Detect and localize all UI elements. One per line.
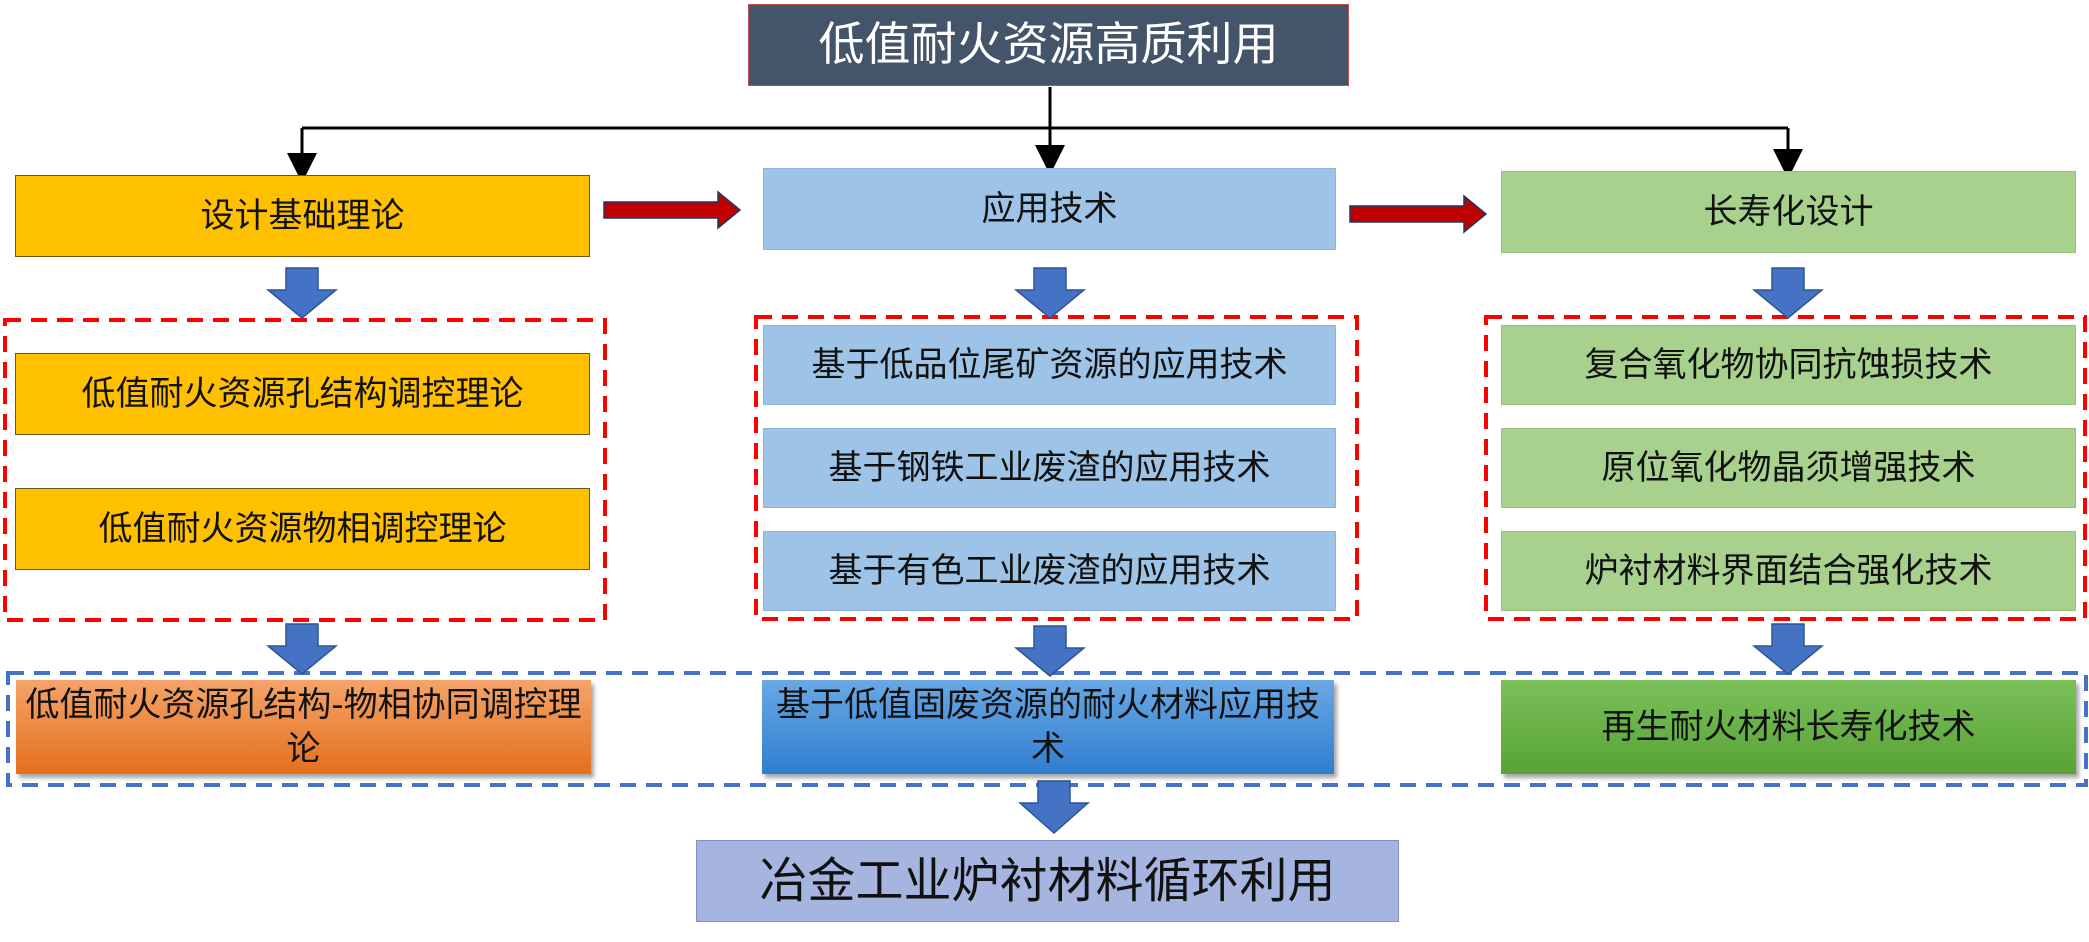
longevity-group	[1484, 315, 2087, 621]
red-arrow-1	[603, 190, 742, 230]
item-interface-tech: 炉衬材料界面结合强化技术	[1501, 531, 2076, 611]
tech-group	[754, 315, 1359, 621]
item-nonferrous-slag-tech: 基于有色工业废渣的应用技术	[763, 531, 1336, 611]
down-arrow-col3-b	[1751, 623, 1825, 675]
down-arrow-col2-b	[1013, 625, 1087, 677]
header-application-tech: 应用技术	[763, 168, 1336, 250]
down-arrow-col3-a	[1751, 267, 1825, 319]
item-pore-structure-theory: 低值耐火资源孔结构调控理论	[15, 353, 590, 435]
item-tailings-tech: 基于低品位尾矿资源的应用技术	[763, 325, 1336, 405]
header-longevity-design: 长寿化设计	[1501, 171, 2076, 253]
outcome-title: 冶金工业炉衬材料循环利用	[696, 840, 1399, 922]
result-longevity-tech: 再生耐火材料长寿化技术	[1501, 680, 2076, 774]
down-arrow-outcome	[1018, 780, 1090, 835]
item-steel-slag-tech: 基于钢铁工业废渣的应用技术	[763, 428, 1336, 508]
item-whisker-tech: 原位氧化物晶须增强技术	[1501, 428, 2076, 508]
result-synergy-theory: 低值耐火资源孔结构-物相协同调控理论	[16, 680, 591, 774]
main-title: 低值耐火资源高质利用	[748, 4, 1349, 86]
down-arrow-col2-a	[1013, 267, 1087, 319]
down-arrow-col1-b	[265, 623, 339, 675]
tree-connector	[287, 87, 1803, 183]
item-phase-control-theory: 低值耐火资源物相调控理论	[15, 488, 590, 570]
theory-group	[3, 318, 607, 622]
result-solid-waste-tech: 基于低值固废资源的耐火材料应用技术	[762, 680, 1334, 774]
header-design-theory: 设计基础理论	[15, 175, 590, 257]
red-arrow-2	[1349, 194, 1488, 234]
down-arrow-col1-a	[265, 267, 339, 319]
item-composite-oxide-tech: 复合氧化物协同抗蚀损技术	[1501, 325, 2076, 405]
